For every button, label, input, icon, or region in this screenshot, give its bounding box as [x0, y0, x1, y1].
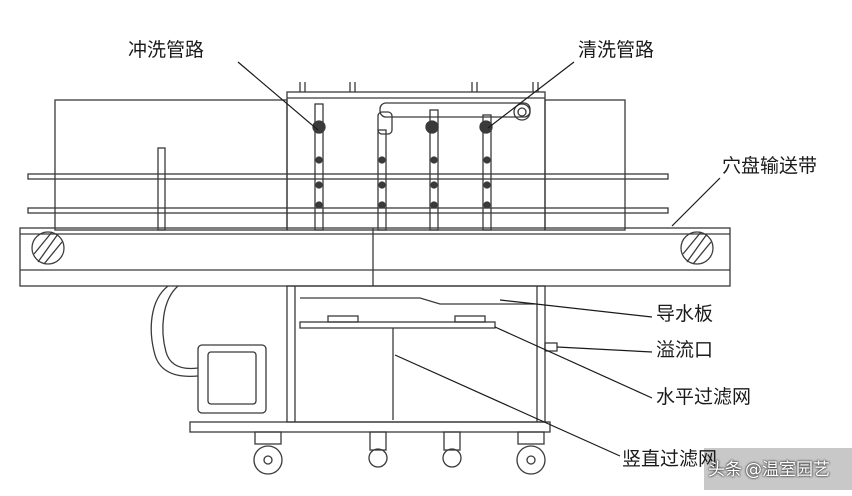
- rear-panel-left: [54, 99, 288, 231]
- label-flush-pipe: 冲洗管路: [128, 39, 205, 61]
- rear-panel-right: [544, 99, 626, 231]
- label-tray-conveyor: 穴盘输送带: [722, 155, 818, 177]
- left-post: [157, 147, 166, 231]
- clean-header-pipe: [379, 102, 531, 118]
- watermark-brand: 头条: [708, 460, 742, 480]
- leader-lines: [237, 61, 721, 457]
- lower-cabinet: [286, 285, 546, 423]
- label-overflow-port: 溢流口: [656, 339, 714, 361]
- water-guide-plate: [300, 297, 535, 305]
- base-frame: [189, 421, 551, 433]
- label-clean-pipe: 清洗管路: [578, 39, 655, 61]
- label-horizontal-filter: 水平过滤网: [656, 386, 752, 408]
- watermark-handle: @温室园艺: [745, 460, 830, 480]
- casters: [253, 431, 546, 475]
- label-vertical-filter: 竖直过滤网: [622, 448, 718, 470]
- horizontal-filter: [299, 321, 496, 329]
- pipe-valves: [312, 120, 493, 209]
- label-water-guide-plate: 导水板: [656, 303, 714, 325]
- vertical-pipes: [314, 103, 492, 231]
- watermark-bg: [704, 448, 852, 490]
- conveyor-frame: [19, 227, 731, 287]
- pump-motor: [197, 344, 267, 414]
- guide-rails: [27, 173, 669, 214]
- pump-hose: [150, 285, 199, 378]
- upper-cabinet: [286, 91, 546, 231]
- conveyor-rollers: [31, 231, 714, 265]
